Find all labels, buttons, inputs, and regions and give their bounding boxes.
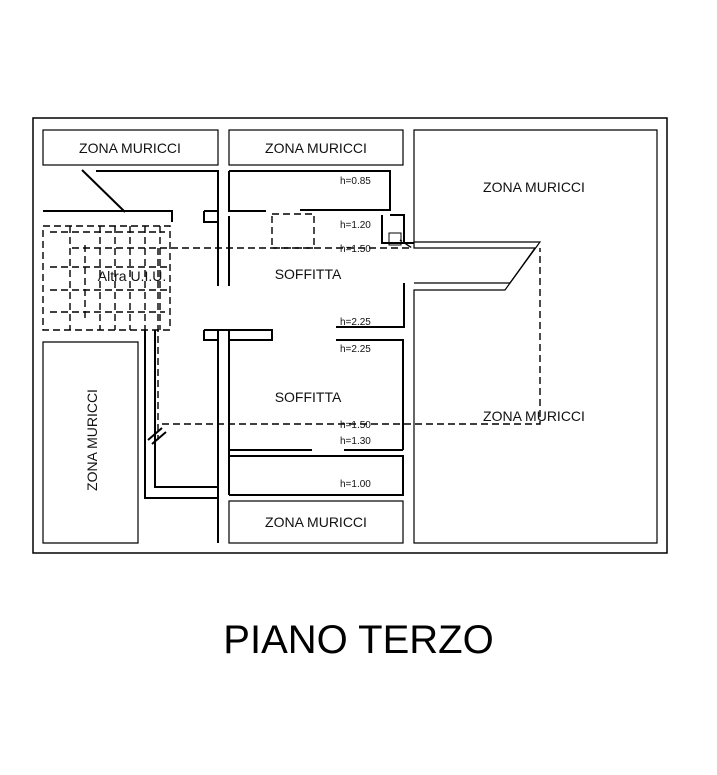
- height-label: h=1.30: [340, 436, 371, 447]
- height-label: h=0.85: [340, 176, 371, 187]
- zone-box-bottom-center: [228, 500, 404, 544]
- zone-label-right-bottom: ZONA MURICCI: [483, 408, 585, 424]
- height-label: h=2.25: [340, 317, 371, 328]
- zone-box-left: [42, 341, 139, 544]
- height-label: h=1.50: [340, 420, 371, 431]
- room-label-other-unit: Altra U.I.U.: [98, 268, 166, 284]
- zone-box-right-inner: [414, 241, 542, 284]
- hatch-marker: [388, 232, 402, 246]
- other-unit-dashed-outline: [42, 213, 541, 440]
- zone-box-right-top: [413, 129, 658, 544]
- outer-frame: [32, 117, 668, 554]
- zone-label-top-center: ZONA MURICCI: [265, 140, 367, 156]
- height-label: h=1.20: [340, 220, 371, 231]
- height-label: h=1.50: [340, 244, 371, 255]
- wall-upper-rooms: [229, 170, 414, 496]
- zone-label-bottom-center: ZONA MURICCI: [265, 514, 367, 530]
- zone-box-top-left: [42, 129, 219, 166]
- wall-left-corridor: [144, 330, 218, 499]
- room-label-soffitta-lower: SOFFITTA: [275, 389, 342, 405]
- height-label: h=2.25: [340, 344, 371, 355]
- plan-title: PIANO TERZO: [223, 618, 494, 662]
- zone-box-top-center: [228, 129, 404, 166]
- wall-center-vert: [203, 171, 273, 543]
- zone-label-left-vertical: ZONA MURICCI: [84, 389, 100, 491]
- wall-left-top: [43, 169, 219, 222]
- room-label-soffitta-upper: SOFFITTA: [275, 266, 342, 282]
- height-label: h=1.00: [340, 479, 371, 490]
- zone-label-top-left: ZONA MURICCI: [79, 140, 181, 156]
- zone-label-right-top: ZONA MURICCI: [483, 179, 585, 195]
